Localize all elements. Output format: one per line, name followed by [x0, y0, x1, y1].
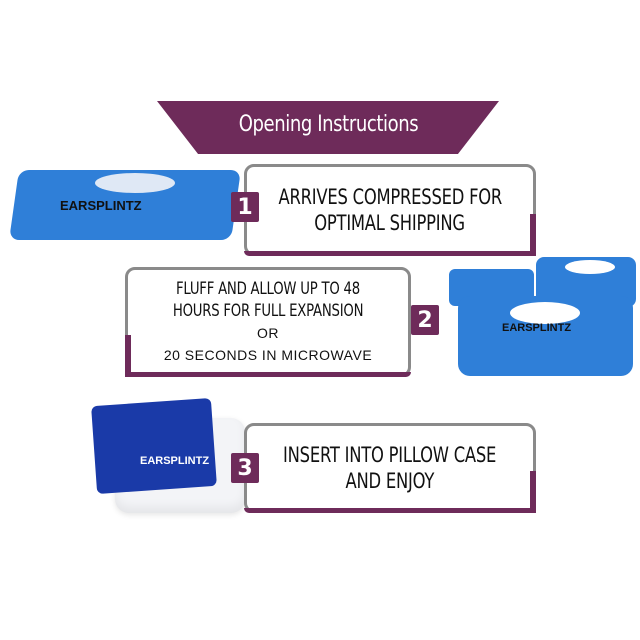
brand-logo: EARSPLINTZ [140, 455, 210, 467]
step-1-box: ARRIVES COMPRESSED FOR OPTIMAL SHIPPING [244, 164, 536, 256]
step-3-line-1: INSERT INTO PILLOW CASE [283, 443, 497, 467]
step-2-alt: 20 SECONDS IN MICROWAVE [163, 347, 373, 363]
step-2-line-1: FLUFF AND ALLOW UP TO 48 [175, 279, 361, 299]
step-2-line-2: HOURS FOR FULL EXPANSION [172, 301, 364, 321]
brand-logo: EARSPLINTZ [502, 322, 572, 334]
brand-logo: EARSPLINTZ [60, 198, 142, 213]
step-2-number-badge: 2 [411, 305, 439, 335]
title-banner: Opening Instructions [157, 101, 499, 154]
step-3-number-badge: 3 [231, 453, 259, 483]
step-2-or: OR [257, 325, 279, 341]
step-3-line-2: AND ENJOY [345, 469, 435, 493]
step-1-line-1: ARRIVES COMPRESSED FOR [278, 185, 502, 209]
step-3-box: INSERT INTO PILLOW CASE AND ENJOY [244, 423, 536, 513]
step-1-number-badge: 1 [231, 192, 259, 222]
page-title: Opening Instructions [238, 112, 418, 137]
step-2-box: FLUFF AND ALLOW UP TO 48 HOURS FOR FULL … [125, 267, 411, 377]
step-1-line-2: OPTIMAL SHIPPING [314, 211, 466, 235]
